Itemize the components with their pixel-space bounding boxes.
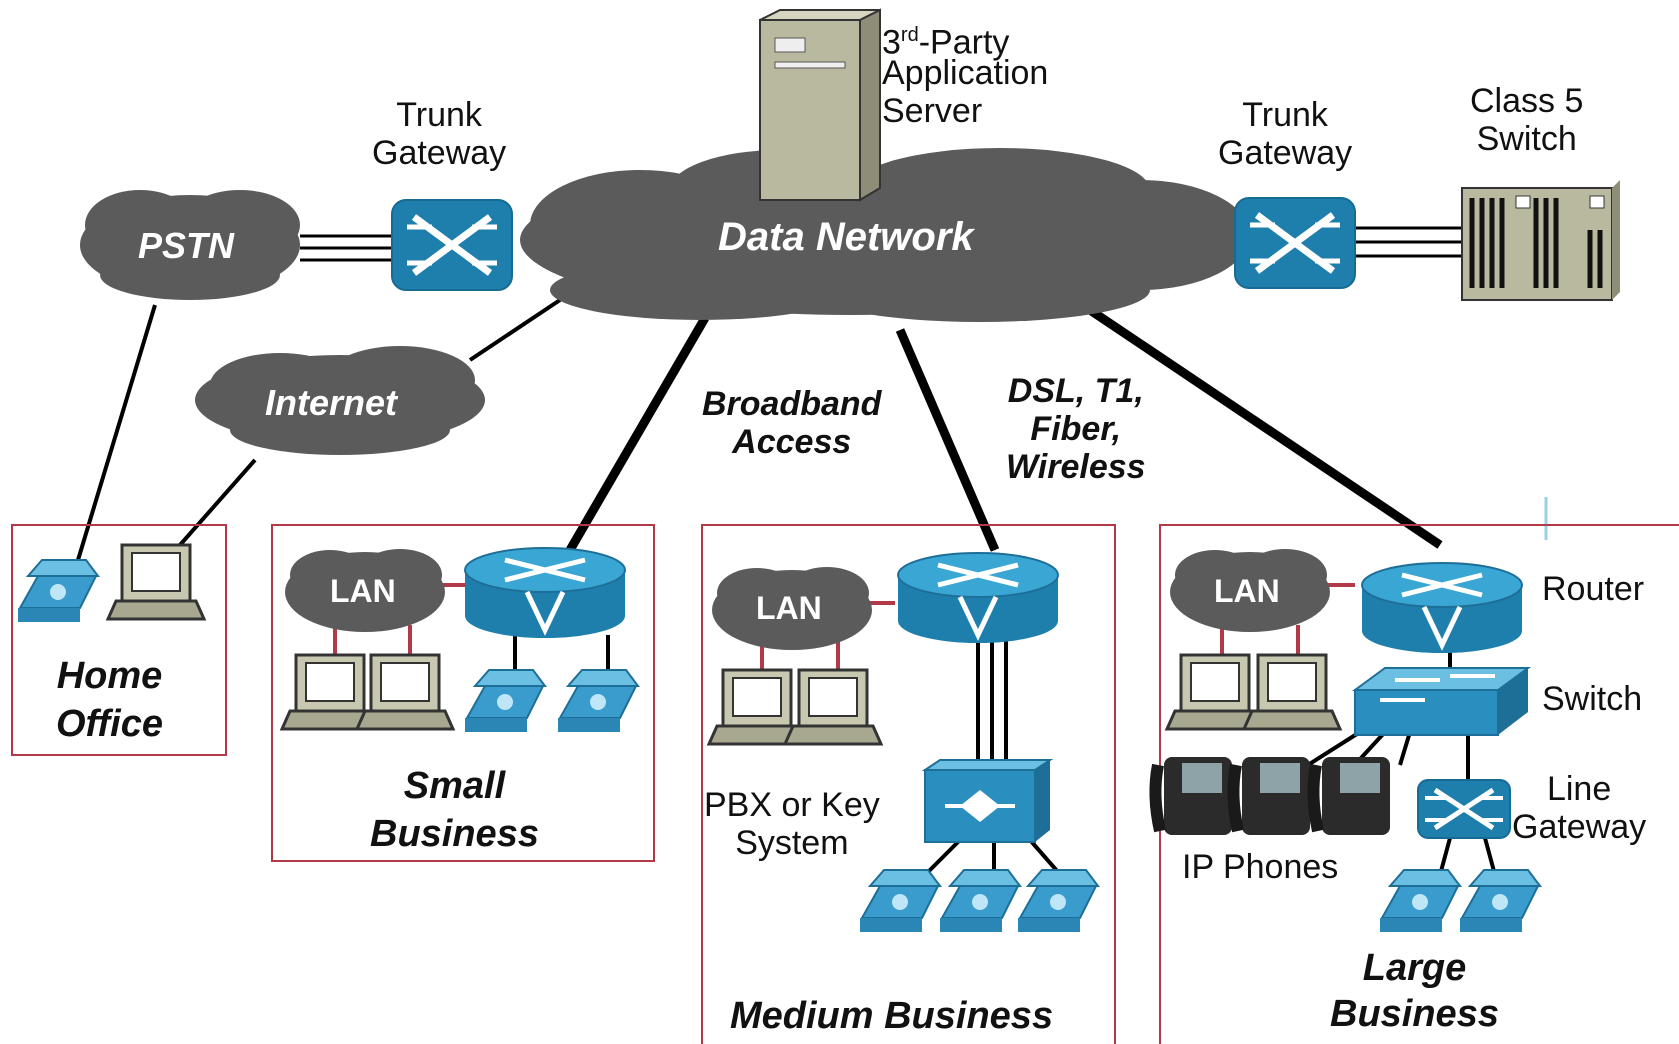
lan-label-small: LAN [330, 573, 396, 609]
home-office-computer-icon [106, 543, 206, 621]
ip-phone-icon [1313, 757, 1390, 835]
line-gateway-icon [1417, 779, 1511, 839]
app-server-label: 3rd-Party [882, 16, 1009, 61]
small-business-router-icon [465, 548, 625, 638]
large-business-title: Large Business [1330, 947, 1499, 1035]
app-server-label-sup: rd [900, 24, 919, 46]
internet-cloud [195, 346, 485, 455]
router-label: Router [1542, 570, 1645, 608]
app-server-label-lines: Application Server [882, 54, 1049, 130]
data-network-label: Data Network [718, 215, 974, 259]
class5-switch-label: Class 5 Switch [1470, 82, 1584, 158]
pstn-cloud [80, 190, 300, 300]
large-business-switch-icon [1351, 667, 1532, 736]
lan-cloud-large [1170, 549, 1330, 632]
small-business-computer-icon [355, 653, 455, 731]
medium-business-phone-icon [939, 869, 1021, 933]
large-business-phone-icon [1459, 869, 1541, 933]
small-business-phone-icon [464, 669, 546, 733]
pbx-label: PBX or Key System [704, 786, 880, 862]
small-business-box [271, 524, 655, 862]
home-office-title: Home Office [56, 655, 164, 745]
pstn-label: PSTN [138, 225, 235, 266]
line-gateway-label: Line Gateway [1512, 770, 1647, 846]
lan-label-large: LAN [1214, 573, 1280, 609]
home-office-box [11, 524, 227, 756]
medium-business-phone-icon [859, 869, 941, 933]
large-business-router-icon [1362, 563, 1522, 653]
application-server-icon [759, 8, 881, 202]
switch-label: Switch [1542, 680, 1643, 718]
ip-phone-icon [1155, 757, 1232, 835]
app-server-label-party: -Party [918, 23, 1010, 62]
internet-label: Internet [265, 382, 398, 423]
class5-switch-icon [1461, 180, 1620, 301]
ip-phone-icon [1233, 757, 1310, 835]
medium-business-router-icon [898, 553, 1058, 643]
trunk-gateway-right-icon [1235, 198, 1355, 288]
lan-label-medium: LAN [756, 590, 822, 626]
trunk-gateway-right-label: Trunk Gateway [1218, 96, 1353, 172]
medium-business-phone-icon [1017, 869, 1099, 933]
small-business-phone-icon [557, 669, 639, 733]
trunk-gateway-left-label: Trunk Gateway [372, 96, 507, 172]
pbx-icon [921, 759, 1054, 843]
broadband-access-label: Broadband Access [702, 385, 882, 461]
lan-cloud-medium [712, 567, 872, 650]
ip-phones-label: IP Phones [1182, 848, 1339, 886]
medium-business-title: Medium Business [730, 995, 1054, 1037]
large-business-phone-icon [1379, 869, 1461, 933]
medium-business-box [701, 524, 1116, 1044]
home-office-phone-icon [17, 559, 99, 623]
lan-cloud-small [285, 549, 445, 632]
access-types-label: DSL, T1, Fiber, Wireless [1006, 372, 1146, 486]
app-server-label-3: 3 [882, 23, 901, 62]
trunk-gateway-left-icon [392, 200, 512, 290]
medium-business-computer-icon [783, 668, 883, 746]
small-business-title: Small Business [370, 765, 539, 855]
large-business-computer-icon [1242, 653, 1342, 731]
